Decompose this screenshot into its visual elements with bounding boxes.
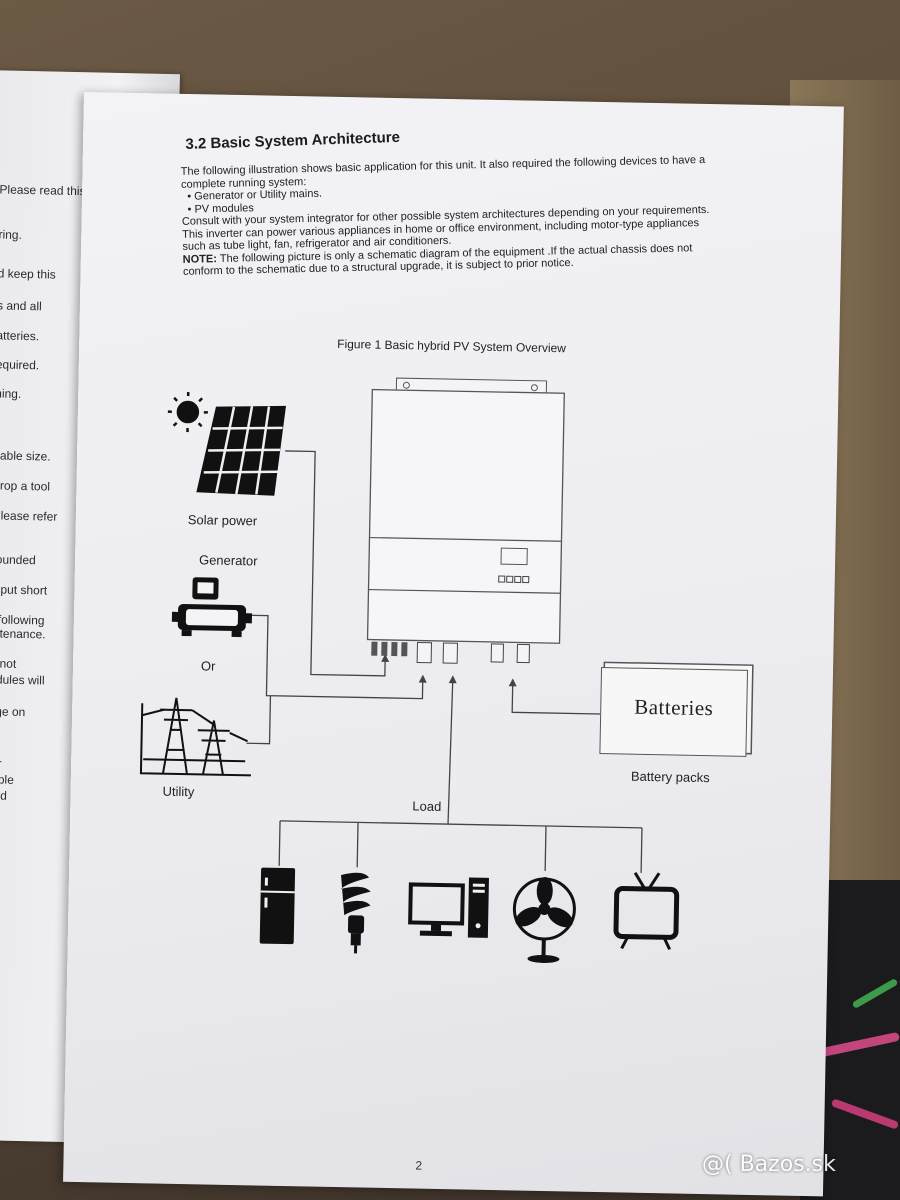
left-page-text: equired.	[0, 357, 40, 373]
battery-arrow	[508, 678, 517, 687]
load-drop-5	[640, 827, 643, 873]
load-drop-4	[544, 825, 547, 872]
lcd-display	[500, 547, 528, 566]
load-drop-1	[278, 820, 281, 866]
utility-line	[246, 695, 272, 745]
mount-hole	[530, 384, 538, 392]
left-page-text: cable size.	[0, 448, 51, 464]
left-page-text: r following	[0, 612, 45, 628]
page-number: 2	[415, 1158, 423, 1173]
batteries-text: Batteries	[633, 694, 714, 721]
left-page-text: rounded	[0, 552, 36, 568]
manual-page: 3.2 Basic System Architecture The follow…	[63, 92, 844, 1197]
left-page-text: d keep this	[0, 266, 56, 282]
battery-line	[511, 682, 601, 715]
tv-icon	[613, 871, 680, 951]
system-diagram	[139, 377, 680, 963]
mount-hole	[402, 381, 410, 389]
generator-label: Generator	[198, 552, 258, 569]
left-page-text: odules will	[0, 672, 45, 688]
generator-icon	[171, 577, 253, 638]
left-page-text: and	[0, 788, 7, 803]
left-page-text: atteries.	[0, 328, 40, 344]
solar-arrow	[381, 653, 390, 662]
or-label: Or	[200, 658, 216, 674]
left-page-text: o not	[0, 656, 17, 671]
utility-label: Utility	[162, 783, 195, 800]
grid-arrow	[418, 674, 427, 683]
refrigerator-icon	[259, 867, 296, 945]
load-line	[447, 679, 454, 825]
batteries-box: Batteries	[599, 667, 749, 757]
utility-tower-icon	[139, 697, 251, 777]
arrow-heads	[381, 653, 517, 687]
battery-packs-label: Battery packs	[630, 768, 710, 786]
solar-line	[285, 450, 386, 677]
solar-power-label: Solar power	[187, 512, 258, 529]
computer-icon	[408, 877, 489, 938]
left-page-text: Please refer	[0, 508, 58, 524]
generator-line	[241, 614, 424, 700]
watermark: @( Bazos.sk	[702, 1152, 836, 1177]
load-label: Load	[412, 798, 442, 814]
inverter-seam	[368, 588, 561, 594]
left-page-text: age on	[0, 704, 26, 720]
control-buttons	[498, 575, 530, 584]
light-bulb-icon	[340, 872, 371, 954]
connection-lines	[241, 450, 643, 873]
sun-icon	[167, 392, 208, 433]
left-page-text: drop a tool	[0, 478, 51, 494]
inverter-unit	[366, 377, 565, 664]
load-bus	[280, 820, 642, 829]
left-page-text: s and all	[0, 298, 42, 314]
left-page-text: Please read this	[0, 182, 86, 199]
left-page-text: intenance.	[0, 626, 46, 642]
left-page-text: rable	[0, 772, 14, 787]
left-page-text: fer	[0, 756, 2, 770]
left-page-text: ring.	[0, 227, 23, 242]
inverter-seam	[369, 536, 562, 542]
bottom-ports	[371, 641, 530, 664]
left-page-text: input short	[0, 582, 48, 598]
load-drop-2	[356, 822, 359, 868]
inverter-body	[366, 388, 565, 644]
fan-icon	[512, 876, 576, 963]
left-page-text: ning.	[0, 386, 22, 401]
load-arrow	[448, 675, 457, 684]
solar-panel-icon	[196, 405, 287, 496]
